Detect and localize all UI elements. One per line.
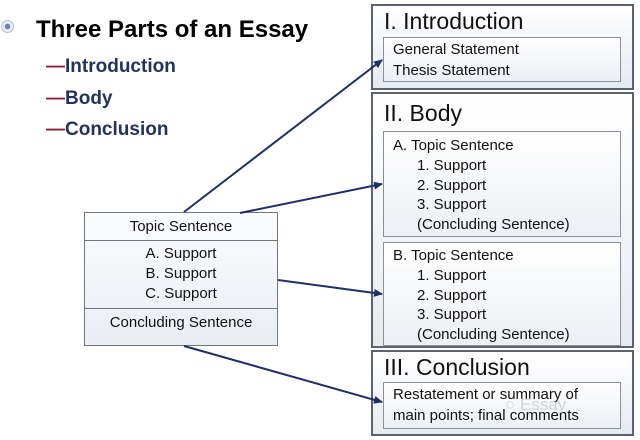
thesis-statement: Thesis Statement (393, 62, 510, 79)
general-statement: General Statement (393, 41, 519, 58)
paragraph-b-support-3: 3. Support (417, 306, 487, 323)
paragraph-a-topic: A. Topic Sentence (393, 137, 514, 154)
final-comments-line: main points; final comments (393, 407, 579, 424)
model-topic-sentence: Topic Sentence (129, 218, 233, 235)
page-title: Three Parts of an Essay (36, 16, 309, 43)
bullet-icon (1, 20, 14, 33)
introduction-content-box: General Statement Thesis Statement (383, 37, 621, 82)
arrow-topic-to-introduction (183, 59, 383, 213)
outline-dash: — (46, 88, 65, 109)
outline-item-introduction: —Introduction (46, 56, 176, 78)
introduction-section: I. Introduction General Statement Thesis… (371, 4, 634, 90)
divider (85, 240, 277, 241)
body-heading: II. Body (384, 100, 462, 126)
paragraph-a-support-1: 1. Support (417, 157, 487, 174)
outline-dash: — (46, 119, 65, 140)
outline-label: Introduction (65, 56, 176, 77)
conclusion-section: III. Conclusion Restatement or summary o… (371, 350, 634, 436)
paragraph-b-topic: B. Topic Sentence (393, 247, 514, 264)
outline-dash: — (46, 56, 65, 77)
model-support-b: B. Support (145, 265, 217, 282)
outline-label: Body (65, 88, 113, 109)
paragraph-b-support-1: 1. Support (417, 267, 487, 284)
paragraph-b-concluding: (Concluding Sentence) (417, 326, 570, 343)
body-section: II. Body A. Topic Sentence 1. Support 2.… (371, 92, 634, 348)
restatement-line: Restatement or summary of (393, 386, 579, 403)
outline-label: Conclusion (65, 119, 169, 140)
conclusion-heading: III. Conclusion (384, 354, 530, 380)
outline-item-body: —Body (46, 88, 113, 110)
model-support-a: A. Support (145, 245, 217, 262)
paragraph-a-support-3: 3. Support (417, 196, 487, 213)
body-paragraph-b: B. Topic Sentence 1. Support 2. Support … (383, 242, 621, 346)
arrow-concluding-to-conclusion (183, 345, 383, 404)
watermark: ○ Essay (505, 395, 567, 414)
paragraph-b-support-2: 2. Support (417, 287, 487, 304)
introduction-heading: I. Introduction (384, 8, 524, 34)
conclusion-content-box: Restatement or summary of main points; f… (383, 382, 621, 429)
model-support-c: C. Support (145, 285, 217, 302)
body-paragraph-a: A. Topic Sentence 1. Support 2. Support … (383, 131, 621, 237)
paragraph-a-concluding: (Concluding Sentence) (417, 216, 570, 233)
arrow-supports-to-body-b (277, 279, 383, 297)
arrow-topic-to-body-a (239, 181, 383, 214)
divider (85, 308, 277, 309)
outline-item-conclusion: —Conclusion (46, 119, 168, 141)
watermark-text: Essay (520, 395, 567, 414)
paragraph-a-support-2: 2. Support (417, 177, 487, 194)
model-concluding-sentence: Concluding Sentence (109, 314, 253, 331)
paragraph-model-box: Topic Sentence A. Support B. Support C. … (84, 212, 278, 346)
